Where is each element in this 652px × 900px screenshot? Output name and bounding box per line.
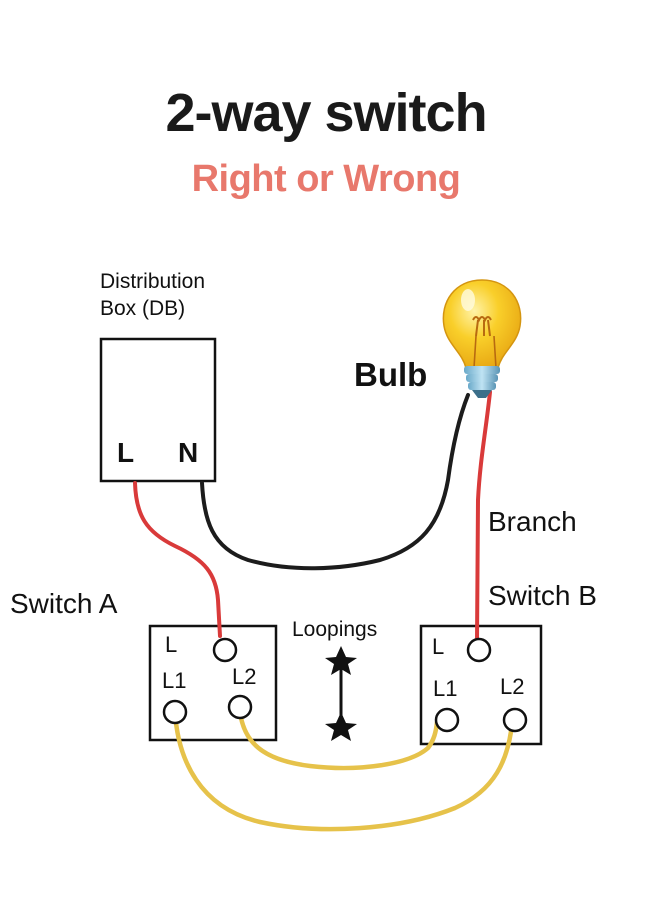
switch-a-terminal-l2 bbox=[227, 694, 253, 720]
switch-a-terminal-l bbox=[212, 637, 238, 663]
neutral-wire-db-to-bulb bbox=[200, 393, 470, 571]
switch-b-terminal-l bbox=[466, 637, 492, 663]
switch-b-l-label: L bbox=[432, 634, 445, 659]
db-terminal-n-label: N bbox=[178, 437, 199, 468]
branch-wire-bulb-to-switch-b bbox=[475, 390, 492, 644]
switch-b-l2-label: L2 bbox=[500, 674, 525, 699]
looping-wire-l2-to-l1 bbox=[237, 709, 440, 771]
switch-b-terminal-l2 bbox=[502, 707, 528, 733]
distribution-box-label: Distribution Box (DB) bbox=[100, 268, 205, 322]
db-terminal-l-label: L bbox=[117, 437, 135, 468]
switch-a-l1-label: L1 bbox=[162, 668, 187, 693]
page-subtitle: Right or Wrong bbox=[191, 158, 461, 200]
looping-wire-l1-to-l2 bbox=[172, 709, 515, 832]
switch-b-l1-label: L1 bbox=[433, 676, 458, 701]
switch-b-label: Switch B bbox=[488, 580, 597, 611]
distribution-box-label-line2: Box (DB) bbox=[100, 297, 186, 320]
loopings-arrow-icon bbox=[325, 646, 357, 741]
distribution-box bbox=[99, 337, 217, 483]
switch-a-terminal-l1 bbox=[162, 699, 188, 725]
loopings-label: Loopings bbox=[292, 618, 378, 641]
page-title: 2-way switch bbox=[165, 83, 487, 143]
branch-label: Branch bbox=[488, 506, 577, 537]
switch-a-label: Switch A bbox=[10, 588, 118, 619]
switch-a-l2-label: L2 bbox=[232, 664, 257, 689]
live-wire-db-to-switch-a bbox=[133, 481, 222, 638]
bulb-label: Bulb bbox=[354, 356, 428, 393]
switch-b-terminal-l1 bbox=[434, 707, 460, 733]
switch-a-l-label: L bbox=[165, 632, 178, 657]
bulb-icon bbox=[442, 279, 522, 398]
distribution-box-label-line1: Distribution bbox=[100, 270, 206, 293]
